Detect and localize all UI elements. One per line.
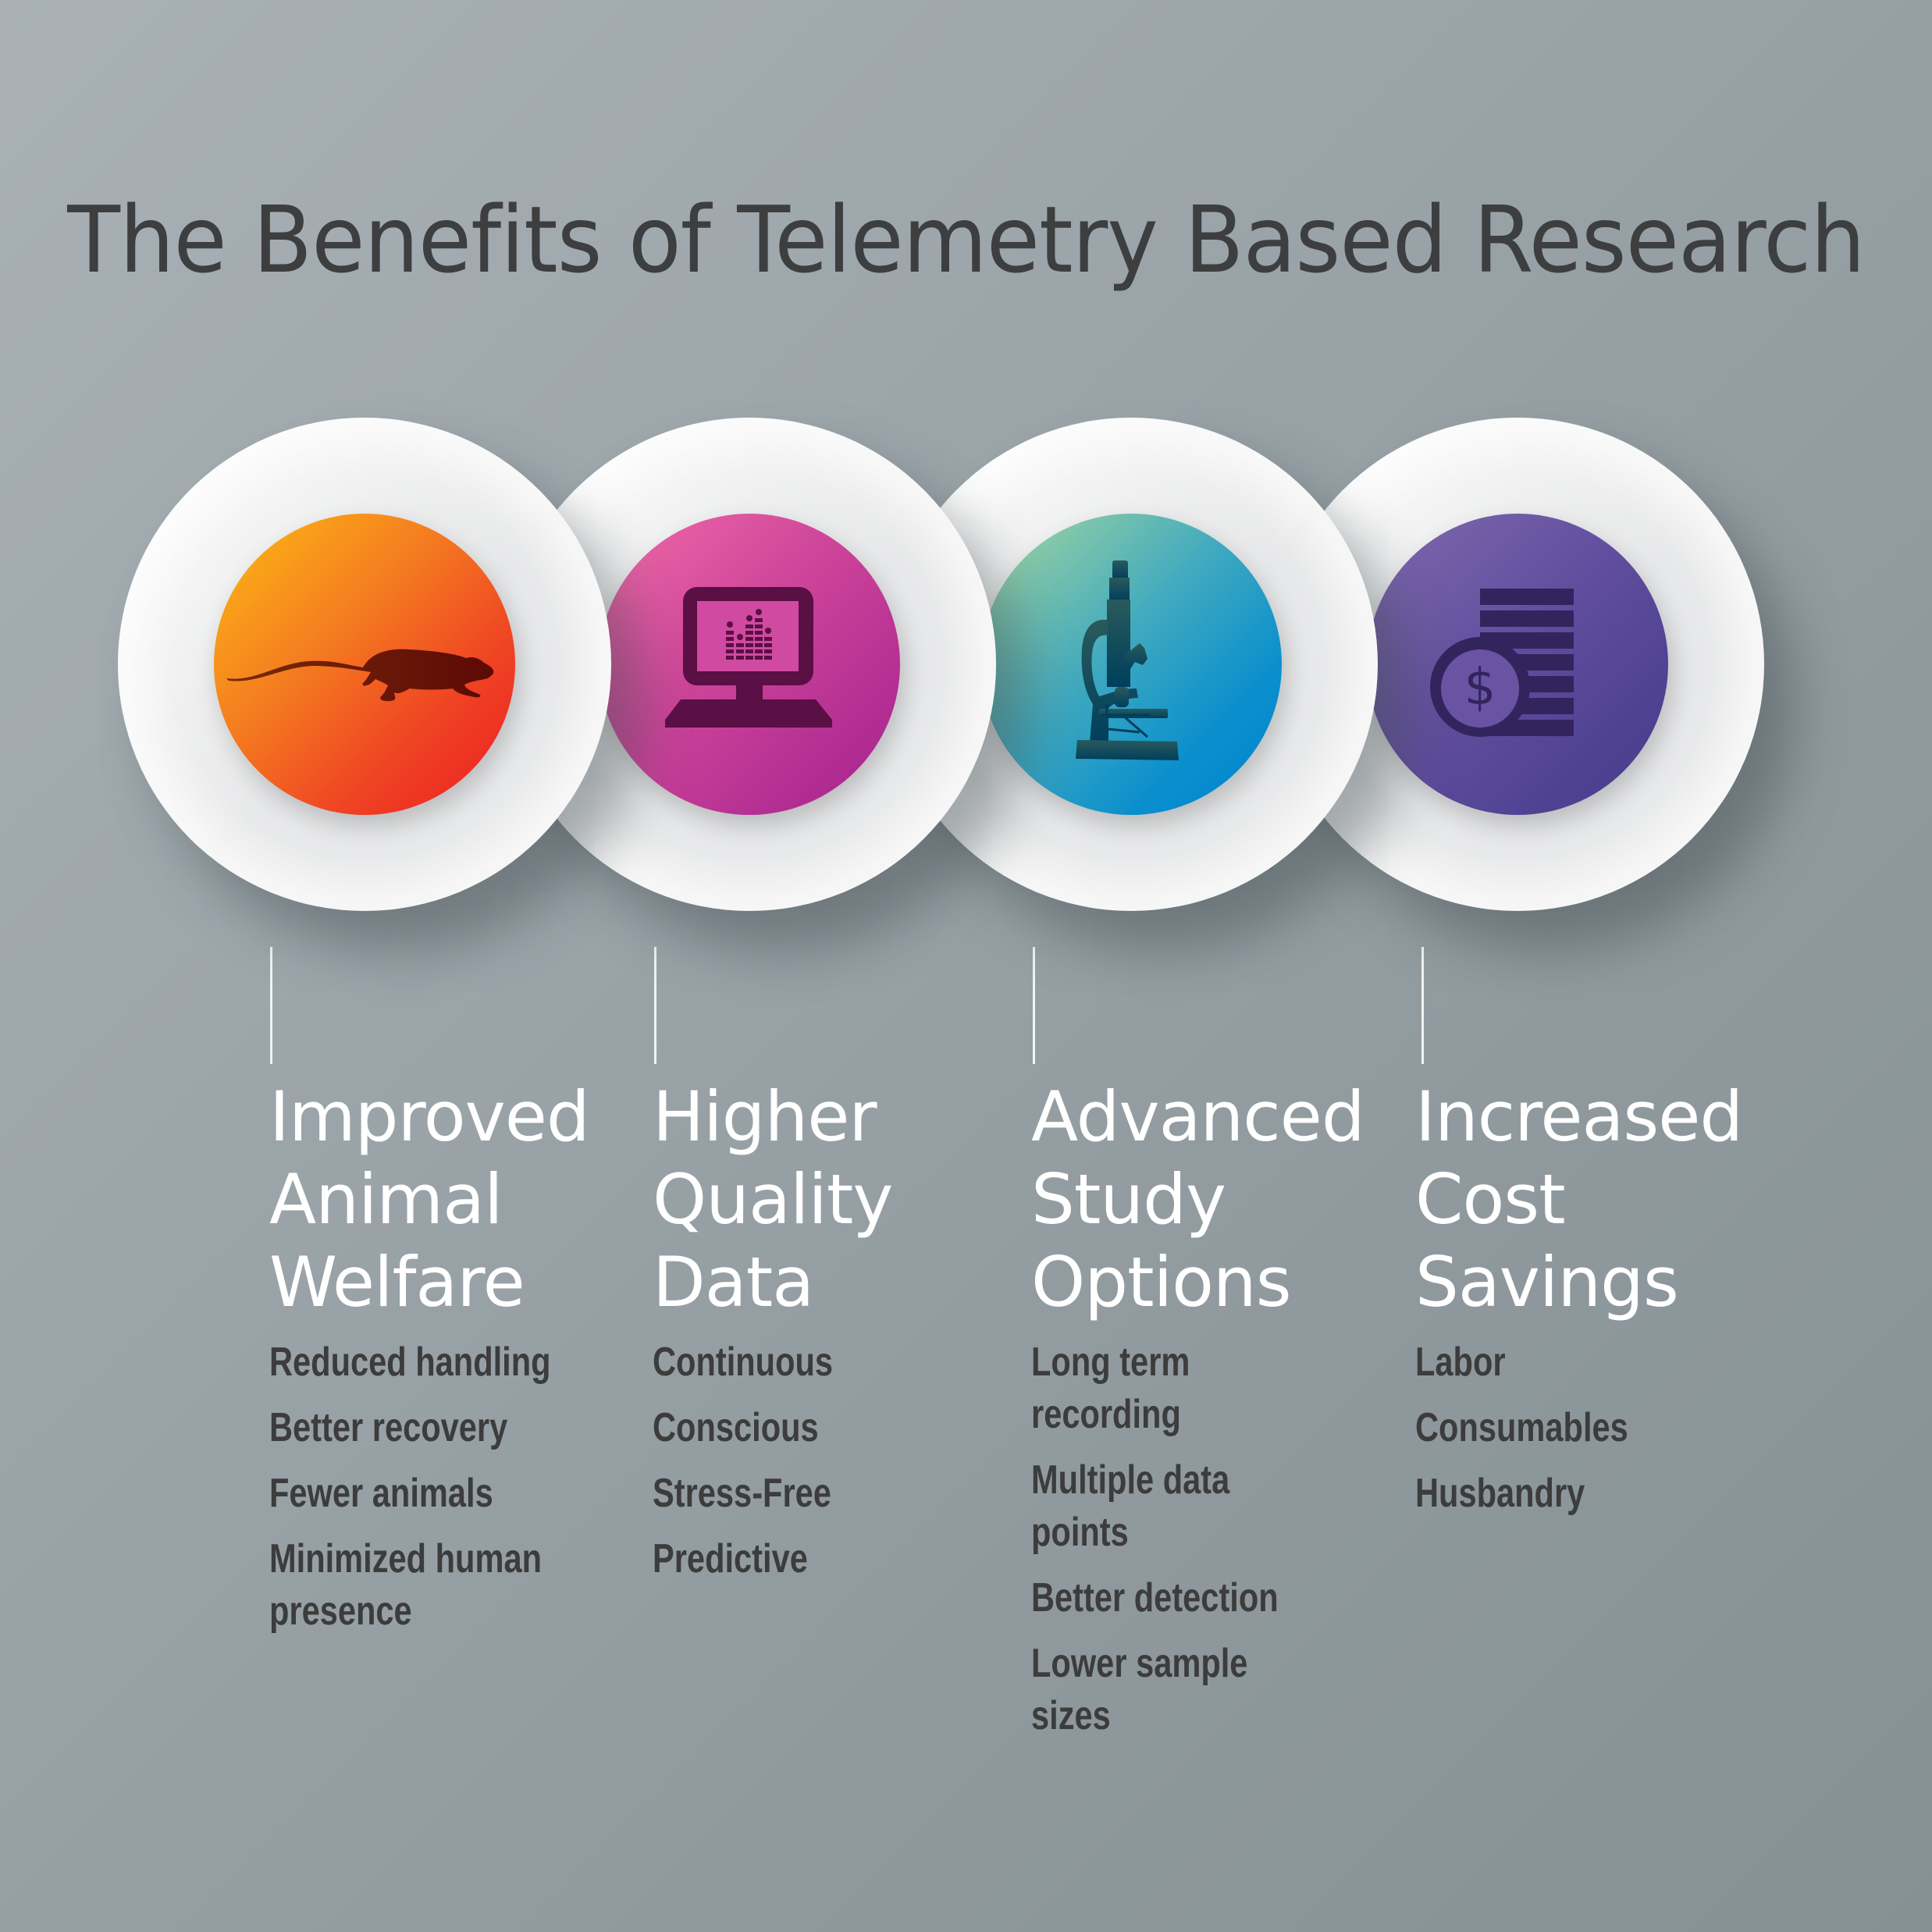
benefit-heading: Higher Quality Data (653, 1076, 893, 1322)
coins-dollar-icon: $ (1430, 589, 1574, 737)
benefit-item: Conscious (653, 1405, 819, 1450)
benefit-item: Husbandry (1415, 1471, 1585, 1516)
svg-text:$: $ (1464, 659, 1496, 717)
benefit-list: Long term recording Multiple data points… (1031, 1336, 1406, 1742)
benefit-item: Better recovery (269, 1405, 508, 1450)
connector-line-3 (1033, 947, 1035, 1064)
benefit-item: Lower sample sizes (1031, 1641, 1248, 1738)
benefit-heading: Improved Animal Welfare (269, 1076, 590, 1322)
benefit-item: Labor (1415, 1340, 1506, 1385)
benefit-item: Better detection (1031, 1575, 1279, 1621)
benefit-column-cost-savings: Increased Cost Savings Labor Consumables… (1415, 1076, 1790, 1533)
benefit-column-quality-data: Higher Quality Data Continuous Conscious… (653, 1076, 1027, 1599)
benefit-column-animal-welfare: Improved Animal Welfare Reduced handling… (269, 1076, 644, 1651)
benefit-item: Consumables (1415, 1405, 1628, 1450)
benefit-item: Continuous (653, 1340, 834, 1385)
benefit-item: Predictive (653, 1536, 808, 1582)
benefit-item: Stress-Free (653, 1471, 831, 1516)
benefit-list: Labor Consumables Husbandry (1415, 1336, 1790, 1520)
benefit-item: Reduced handling (269, 1340, 551, 1385)
benefit-list: Continuous Conscious Stress-Free Predict… (653, 1336, 1027, 1585)
benefit-heading: Increased Cost Savings (1415, 1076, 1743, 1322)
connector-line-2 (654, 947, 656, 1064)
connector-line-1 (270, 947, 272, 1064)
connector-line-4 (1421, 947, 1424, 1064)
benefit-item: Fewer animals (269, 1471, 493, 1516)
benefit-list: Reduced handling Better recovery Fewer a… (269, 1336, 644, 1638)
benefit-circle-animal-welfare (118, 418, 611, 911)
computer-monitor-icon (665, 587, 832, 728)
page-title: The Benefits of Telemetry Based Research (67, 186, 1865, 294)
benefit-item: Multiple data points (1031, 1457, 1230, 1555)
benefit-heading: Advanced Study Options (1031, 1076, 1365, 1322)
benefit-item: Long term recording (1031, 1340, 1190, 1437)
microscope-icon (1076, 560, 1179, 760)
rat-icon (226, 649, 494, 702)
benefit-item: Minimized human presence (269, 1536, 542, 1634)
benefit-column-study-options: Advanced Study Options Long term recordi… (1031, 1076, 1406, 1756)
